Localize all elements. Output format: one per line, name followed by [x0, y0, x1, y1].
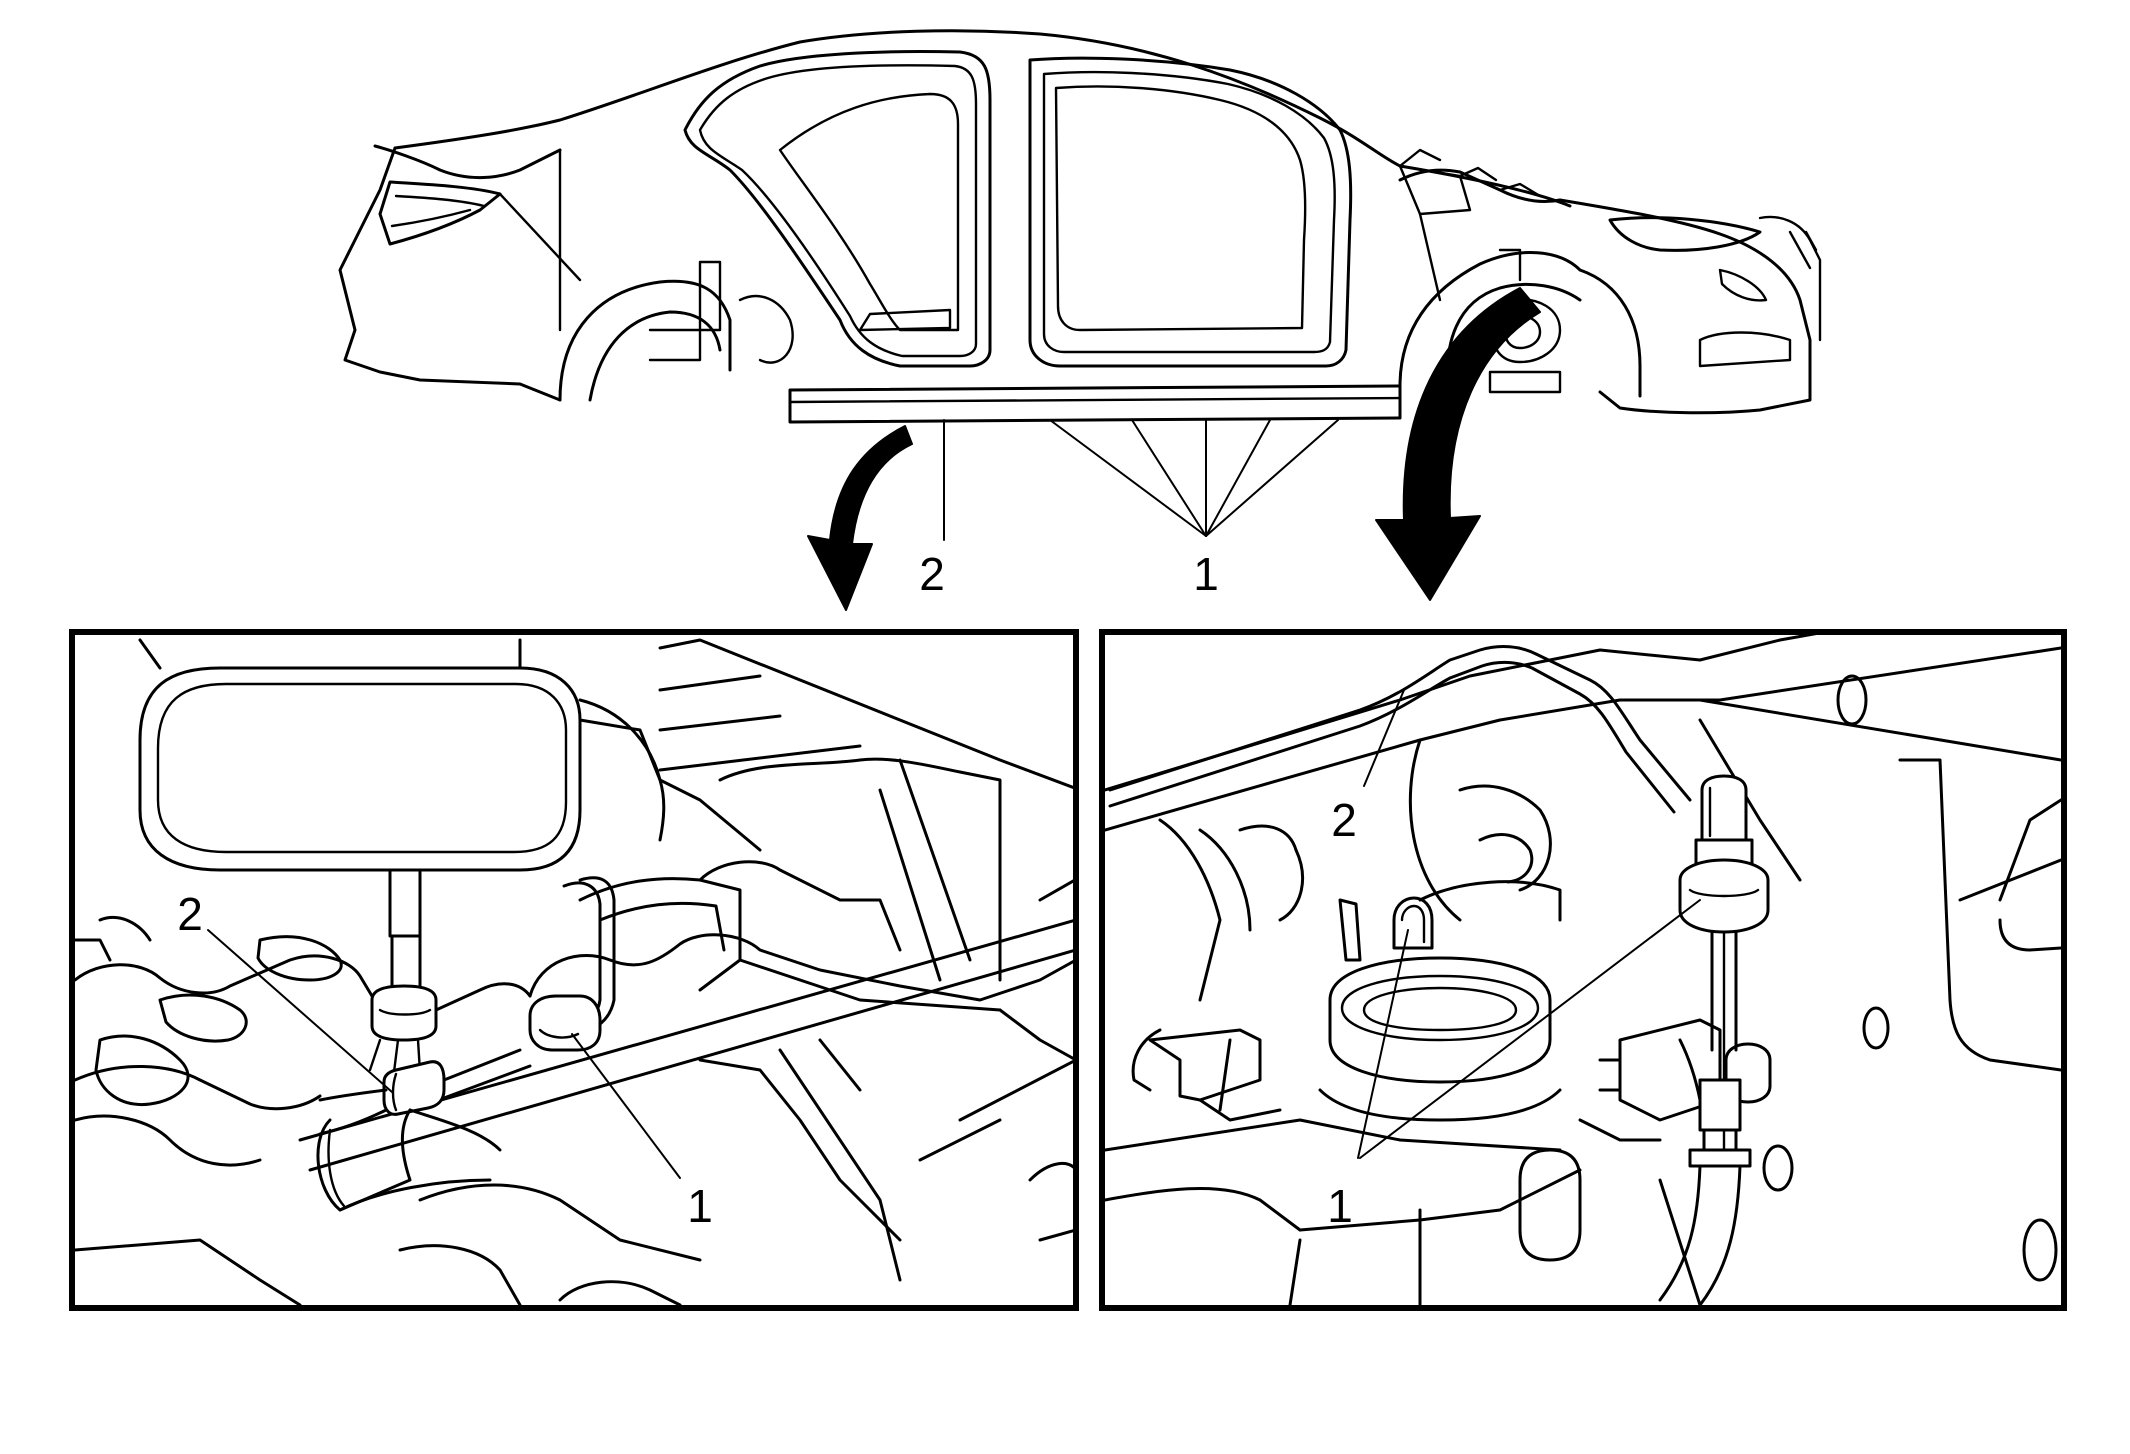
main-callout-2: 2 [919, 548, 945, 600]
left-panel-leaders [207, 929, 681, 1179]
right-panel-leaders [1357, 689, 1701, 1159]
right-curved-arrow [1375, 287, 1541, 601]
right-callout-1: 1 [1327, 1180, 1353, 1232]
left-detail-panel [69, 629, 1079, 1311]
main-callout-1: 1 [1193, 548, 1219, 600]
left-curved-arrow [807, 425, 913, 611]
right-callout-2: 2 [1331, 794, 1357, 846]
main-leader-lines [943, 419, 1339, 541]
left-callout-1: 1 [687, 1180, 713, 1232]
left-callout-2: 2 [177, 888, 203, 940]
right-detail-panel [1099, 629, 2067, 1311]
vehicle-body-illustration [338, 29, 1822, 424]
